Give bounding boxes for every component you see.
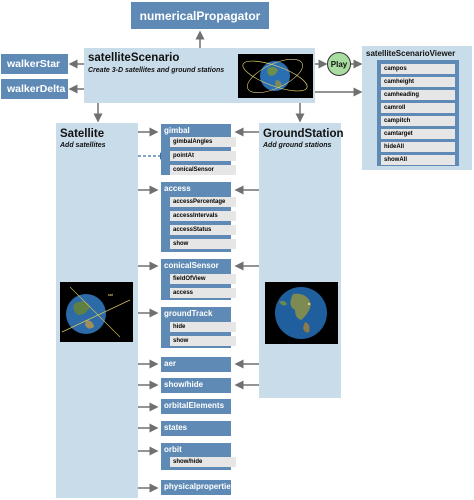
viewer-item-camheight[interactable]: camheight bbox=[381, 77, 455, 87]
showhide-method[interactable]: show/hide bbox=[161, 378, 231, 393]
conicalsensor-item-access[interactable]: access bbox=[170, 288, 236, 298]
access-item-accesspercentage[interactable]: accessPercentage bbox=[170, 197, 236, 207]
viewer-item-campitch[interactable]: campitch bbox=[381, 116, 455, 126]
satellite-panel[interactable]: Satellite Add satellites sat bbox=[56, 123, 138, 498]
scenario-globe-image bbox=[238, 54, 313, 98]
satellite-subtitle: Add satellites bbox=[60, 142, 106, 149]
satellite-scenario-subtitle: Create 3-D satellites and ground station… bbox=[88, 67, 225, 74]
numerical-propagator-box[interactable]: numericalPropagator bbox=[131, 2, 269, 29]
gimbal-item-gimbalangles[interactable]: gimbalAngles bbox=[170, 137, 236, 147]
svg-text:sat: sat bbox=[108, 293, 113, 297]
numerical-propagator-label: numericalPropagator bbox=[139, 8, 261, 23]
play-button[interactable]: Play bbox=[327, 52, 351, 76]
conicalsensor-item-fieldofview[interactable]: fieldOfView bbox=[170, 274, 236, 284]
conicalsensor-method[interactable]: conicalSensor bbox=[161, 259, 231, 272]
viewer-item-showall[interactable]: showAll bbox=[381, 155, 455, 165]
viewer-item-camheading[interactable]: camheading bbox=[381, 90, 455, 100]
gimbal-item-pointat[interactable]: pointAt bbox=[170, 151, 236, 161]
groundtrack-item-hide[interactable]: hide bbox=[170, 322, 236, 332]
gimbal-method[interactable]: gimbal bbox=[161, 124, 231, 137]
viewer-item-hideall[interactable]: hideAll bbox=[381, 142, 455, 152]
access-item-accessstatus[interactable]: accessStatus bbox=[170, 225, 236, 235]
walkerdelta-label: walkerDelta bbox=[7, 83, 66, 95]
satellite-scenario-box[interactable]: satelliteScenario Create 3-D satellites … bbox=[84, 48, 315, 103]
viewer-item-camroll[interactable]: camroll bbox=[381, 103, 455, 113]
states-method[interactable]: states bbox=[161, 421, 231, 436]
access-item-accessintervals[interactable]: accessIntervals bbox=[170, 211, 236, 221]
physicalproperties-method[interactable]: physicalproperties bbox=[161, 480, 235, 495]
gimbal-item-conicalsensor[interactable]: conicalSensor bbox=[170, 165, 236, 175]
orbit-item-showhide[interactable]: show/hide bbox=[170, 457, 236, 467]
aer-method[interactable]: aer bbox=[161, 357, 231, 372]
satellite-title: Satellite bbox=[60, 128, 105, 140]
orbitalelements-method[interactable]: orbitalElements bbox=[161, 399, 231, 414]
access-method[interactable]: access bbox=[161, 182, 231, 195]
walkerstar-label: walkerStar bbox=[7, 58, 61, 70]
walkerstar-box[interactable]: walkerStar bbox=[1, 54, 68, 74]
groundstation-globe-image bbox=[265, 282, 338, 344]
groundtrack-item-show[interactable]: show bbox=[170, 336, 236, 346]
groundstation-subtitle: Add ground stations bbox=[263, 142, 332, 149]
viewer-title: satelliteScenarioViewer bbox=[366, 49, 456, 58]
satellite-scenario-title: satelliteScenario bbox=[88, 52, 180, 64]
viewer-item-campos[interactable]: campos bbox=[381, 64, 455, 74]
groundstation-title: GroundStation bbox=[263, 128, 344, 140]
groundstation-panel[interactable]: GroundStation Add ground stations bbox=[259, 123, 344, 398]
groundtrack-method[interactable]: groundTrack bbox=[161, 307, 231, 320]
access-item-show[interactable]: show bbox=[170, 239, 236, 249]
orbit-method[interactable]: orbit bbox=[161, 443, 231, 456]
satellite-globe-image: sat bbox=[60, 282, 133, 342]
walkerdelta-box[interactable]: walkerDelta bbox=[1, 79, 68, 99]
viewer-item-camtarget[interactable]: camtarget bbox=[381, 129, 455, 139]
play-label: Play bbox=[330, 59, 348, 69]
